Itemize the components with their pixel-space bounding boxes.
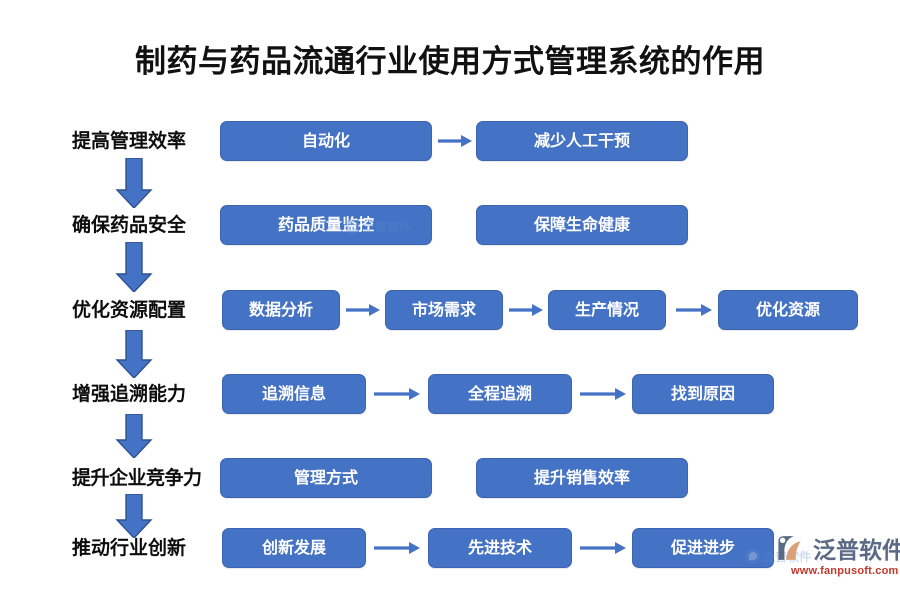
process-node[interactable]: 减少人工干预 xyxy=(476,121,688,161)
flow-arrow-right-icon xyxy=(676,301,712,319)
brand-logo-row: 泛普软件 xyxy=(775,528,900,568)
down-arrow-icon xyxy=(112,494,156,538)
flow-row: 增强追溯能力 追溯信息 全程追溯 找到原因 xyxy=(0,374,900,416)
row-label: 推动行业创新 xyxy=(72,538,187,559)
page-title: 制药与药品流通行业使用方式管理系统的作用 xyxy=(135,44,765,79)
down-arrow-icon xyxy=(112,330,156,378)
process-node[interactable]: 先进技术 xyxy=(428,528,572,568)
process-node[interactable]: 全程追溯 xyxy=(428,374,572,414)
row-label: 提升企业竞争力 xyxy=(72,468,202,489)
process-node[interactable]: 生产情况 xyxy=(548,290,666,330)
process-node[interactable]: 自动化 xyxy=(220,121,432,161)
brand-url: www.fanpusoft.com xyxy=(791,565,899,577)
process-node[interactable]: 促进进步 xyxy=(632,528,774,568)
process-node[interactable]: 创新发展 xyxy=(222,528,366,568)
flow-arrow-right-icon xyxy=(509,301,543,319)
brand-name: 泛普软件 xyxy=(813,537,900,563)
process-node[interactable]: 市场需求 xyxy=(385,290,503,330)
flow-arrow-right-icon xyxy=(374,385,420,403)
flow-arrow-right-icon xyxy=(580,539,626,557)
flow-row: 优化资源配置 数据分析 市场需求 生产情况 优化资源 xyxy=(0,290,900,332)
row-label: 增强追溯能力 xyxy=(72,384,187,405)
process-node[interactable]: 优化资源 xyxy=(718,290,858,330)
flow-arrow-right-icon xyxy=(346,301,380,319)
process-node[interactable]: 管理方式 xyxy=(220,458,432,498)
down-arrow-icon xyxy=(112,242,156,292)
process-node[interactable]: 提升销售效率 xyxy=(476,458,688,498)
flow-row: 提升企业竞争力管理方式 提升销售效率 xyxy=(0,458,900,500)
down-arrow-icon xyxy=(112,158,156,208)
flow-arrow-right-icon xyxy=(580,385,626,403)
row-label: 优化资源配置 xyxy=(72,300,187,321)
down-arrow-icon xyxy=(112,414,156,458)
flow-arrow-right-icon xyxy=(438,132,472,150)
flow-row: 推动行业创新 创新发展 先进技术 促进进步 xyxy=(0,528,900,570)
process-node[interactable]: 药品质量监控 xyxy=(220,205,432,245)
process-node[interactable]: 追溯信息 xyxy=(222,374,366,414)
process-node[interactable]: 保障生命健康 xyxy=(476,205,688,245)
row-label: 提高管理效率 xyxy=(72,131,187,152)
flow-row: 确保药品安全 药品质量监控 保障生命健康 xyxy=(0,205,900,247)
flow-row: 提高管理效率 自动化 减少人工干预 xyxy=(0,121,900,163)
process-node[interactable]: 找到原因 xyxy=(632,374,774,414)
process-node[interactable]: 数据分析 xyxy=(222,290,340,330)
flow-arrow-right-icon xyxy=(374,539,420,557)
brand-logo: 泛普软件 www.fanpusoft.com xyxy=(775,528,900,590)
row-label: 确保药品安全 xyxy=(72,215,187,236)
fanpu-logo-icon xyxy=(778,536,801,560)
